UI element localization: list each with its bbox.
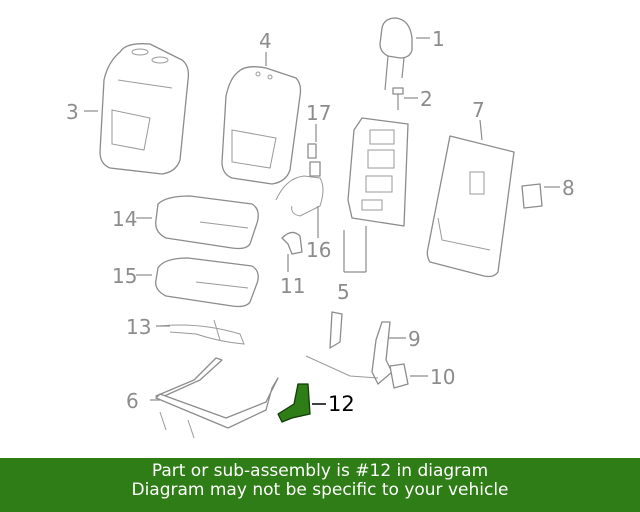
callout-17: 17 [306, 101, 332, 125]
part-1-headrest [379, 17, 413, 91]
part-12-highlighted [277, 383, 311, 423]
part-17-clip [307, 143, 317, 159]
part-9-hinge [305, 311, 393, 385]
part-3-back-cover [99, 43, 190, 175]
part-7-side-panel [426, 135, 515, 278]
callout-11: 11 [280, 274, 306, 298]
part-10-cover [389, 363, 409, 389]
callout-8: 8 [562, 176, 575, 200]
callout-9: 9 [408, 327, 421, 351]
callout-12: 12 [328, 392, 355, 416]
part-6-seat-frame [155, 357, 279, 439]
callout-7: 7 [472, 98, 485, 122]
part-16-cable [275, 161, 324, 217]
callout-1: 1 [432, 27, 445, 51]
part-11-bracket [281, 231, 303, 255]
part-5-frame [347, 117, 409, 227]
callout-10: 10 [430, 365, 456, 389]
callout-16: 16 [306, 238, 332, 262]
diagram-drawing [84, 17, 560, 439]
callout-13: 13 [126, 315, 152, 339]
part-8-cap [521, 183, 543, 209]
part-13-wire [159, 319, 245, 345]
part-15-pad [155, 257, 259, 308]
part-14-cushion [155, 195, 259, 250]
callout-3: 3 [66, 100, 79, 124]
part-4-back-trim [221, 66, 302, 185]
callout-15: 15 [112, 264, 138, 288]
part-2-guide [392, 87, 404, 110]
callout-5: 5 [337, 280, 350, 304]
info-banner: Part or sub-assembly is #12 in diagram D… [0, 458, 640, 512]
callout-14: 14 [112, 207, 138, 231]
banner-line-1: Part or sub-assembly is #12 in diagram [151, 461, 489, 481]
callout-4: 4 [259, 29, 272, 53]
parts-diagram: 1 2 3 4 5 6 7 8 9 10 11 12 13 14 15 16 1… [66, 17, 575, 439]
banner-line-2: Diagram may not be specific to your vehi… [131, 480, 509, 500]
callout-2: 2 [420, 87, 433, 111]
leader-lines [84, 37, 560, 405]
callout-6: 6 [126, 389, 139, 413]
